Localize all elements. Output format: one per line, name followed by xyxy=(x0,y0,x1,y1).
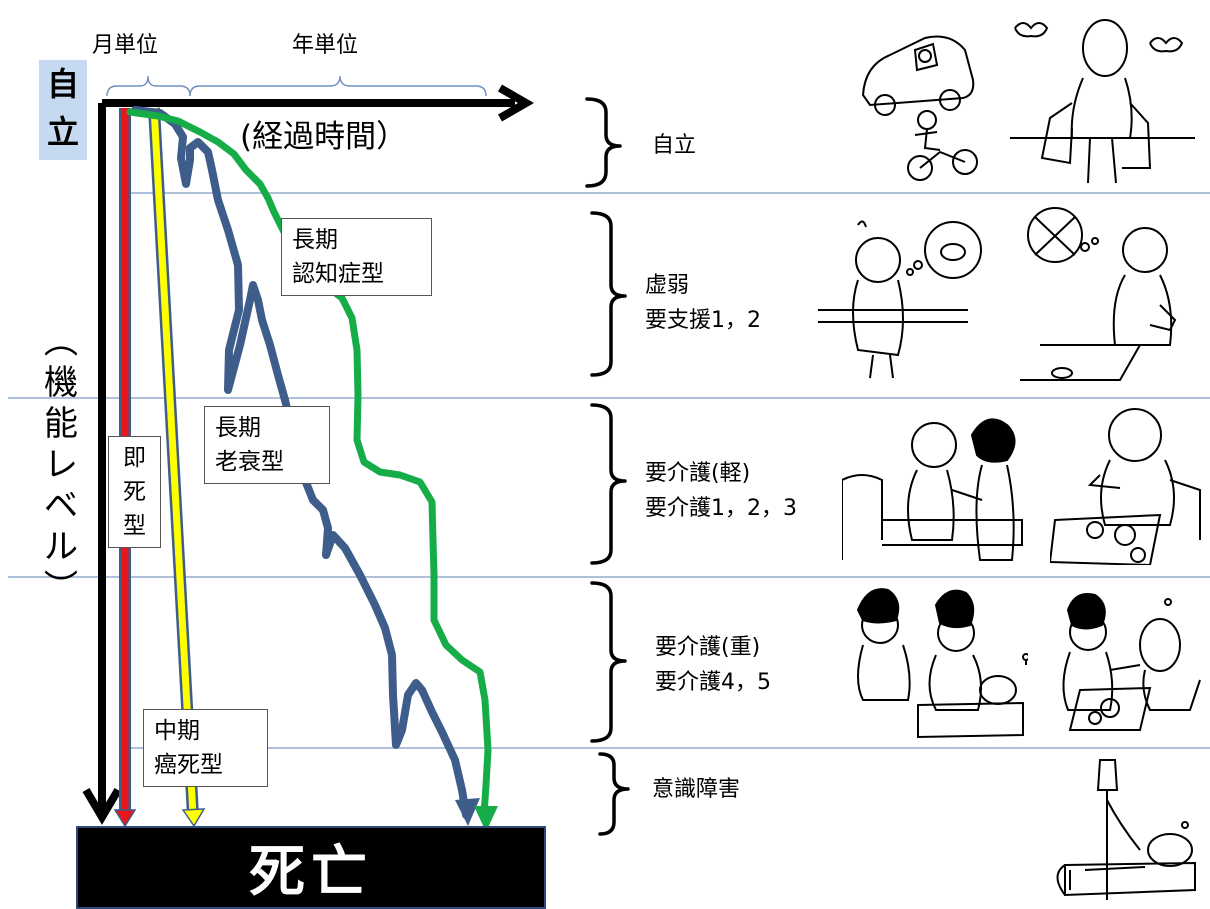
independent-badge: 自 立 xyxy=(39,60,87,160)
axis-label-char: レ xyxy=(44,445,78,485)
label-line: 老衰型 xyxy=(215,449,284,475)
bracket-light-care xyxy=(590,403,627,565)
axis-label-char: ︵ xyxy=(44,322,78,362)
death-label: 死亡 xyxy=(249,840,373,905)
stage-line: 自立 xyxy=(652,133,697,158)
stage-light-care-label: 要介護(軽) 要介護1，2，3 xyxy=(645,456,797,526)
stage-line: 要介護1，2，3 xyxy=(645,496,797,521)
elderly-food-thought-icon xyxy=(1020,207,1177,381)
elderly-shopping-icon xyxy=(1010,19,1195,184)
stage-consciousness-label: 意識障害 xyxy=(652,772,740,807)
stage-separators xyxy=(8,192,1210,749)
label-char: 型 xyxy=(123,513,146,539)
frailty-trajectory xyxy=(131,106,480,826)
stage-frail-label: 虚弱 要支援1，2 xyxy=(645,268,761,338)
badge-char: 立 xyxy=(46,113,79,151)
badge-char: 自 xyxy=(46,65,79,103)
label-line: 中期 xyxy=(154,718,200,744)
time-unit-braces xyxy=(106,75,487,97)
elderly-eating-icon xyxy=(1050,408,1201,565)
year-unit-label: 年単位 xyxy=(292,33,358,58)
label-line: 癌死型 xyxy=(154,752,223,778)
elderly-fed-icon xyxy=(1062,593,1201,731)
stage-line: 意識障害 xyxy=(652,777,741,802)
label-line: 認知症型 xyxy=(292,261,384,287)
bracket-frail xyxy=(590,211,627,377)
stage-line: 要介護(軽) xyxy=(645,461,751,486)
iv-drip-bedridden-icon xyxy=(1056,759,1196,900)
year-brace xyxy=(189,75,487,97)
dementia-label: 長期 認知症型 xyxy=(281,218,432,296)
stage-line: 要介護(重) xyxy=(655,635,761,660)
bracket-independent xyxy=(585,97,622,188)
label-char: 即 xyxy=(123,445,146,471)
car-and-scooter-elderly-icon xyxy=(861,35,978,181)
stage-independent-label: 自立 xyxy=(652,128,696,163)
label-char: 死 xyxy=(123,479,146,505)
label-line: 長期 xyxy=(215,415,261,441)
death-box: 死亡 xyxy=(76,826,546,909)
axis-label-char: ︶ xyxy=(44,568,78,608)
caregivers-bed-icon xyxy=(856,588,1028,739)
elapsed-time-label: (経過時間） xyxy=(240,119,407,155)
dementia-trajectory xyxy=(126,108,498,832)
bracket-heavy-care xyxy=(590,581,627,743)
frailty-label: 長期 老衰型 xyxy=(204,406,330,484)
cancer-trajectory xyxy=(148,107,206,828)
function-axis-arrowhead xyxy=(82,787,122,825)
axis-label-char: ベ xyxy=(44,486,78,526)
month-brace xyxy=(106,75,191,97)
stage-line: 要介護4，5 xyxy=(655,670,771,695)
axis-label-char: ル xyxy=(44,527,78,567)
month-unit-label: 月単位 xyxy=(92,33,158,58)
elderly-toilet-thought-icon xyxy=(818,220,982,379)
stage-line: 虚弱 xyxy=(645,273,690,298)
axis-label-char: 能 xyxy=(44,404,78,444)
stage-brackets xyxy=(585,97,630,836)
stage-line: 要支援1，2 xyxy=(645,308,761,333)
caregiver-assisting-icon xyxy=(842,418,1023,561)
bracket-consciousness xyxy=(598,752,630,836)
time-axis-arrowhead xyxy=(498,84,535,122)
cancer-label: 中期 癌死型 xyxy=(143,709,268,787)
stage-heavy-care-label: 要介護(重) 要介護4，5 xyxy=(655,630,771,700)
label-line: 長期 xyxy=(292,227,338,253)
axis-label-char: 機 xyxy=(44,363,78,403)
function-level-axis-label: ︵ 機 能 レ ベ ル ︶ xyxy=(33,322,89,609)
sudden-death-label: 即 死 型 xyxy=(108,436,161,548)
